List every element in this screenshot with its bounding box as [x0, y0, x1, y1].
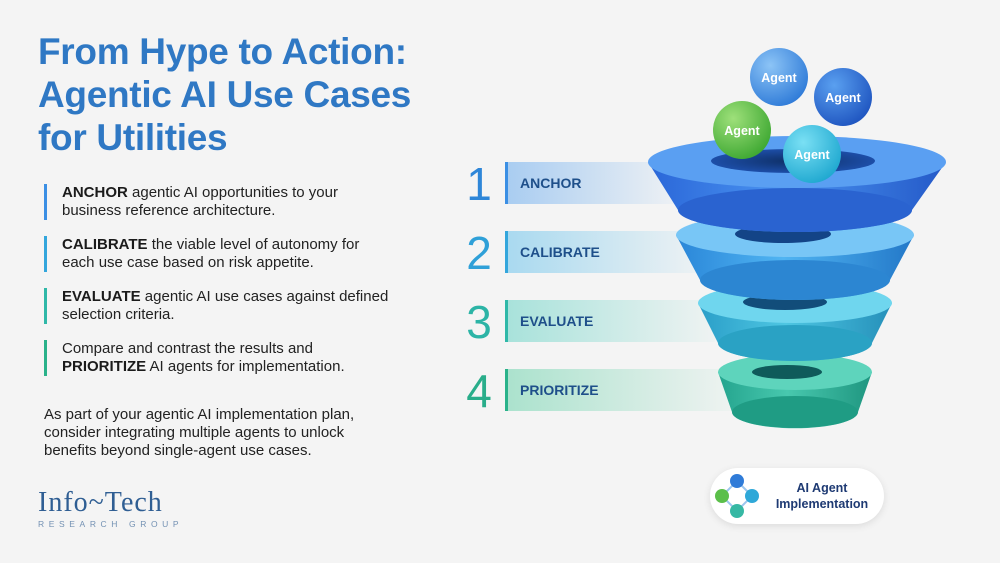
step-description-evaluate: EVALUATE agentic AI use cases against de…: [44, 288, 392, 324]
step-number-4: 4: [466, 365, 492, 417]
title-line-1: From Hype to Action:: [38, 31, 407, 72]
step-label-anchor: ANCHOR: [520, 175, 581, 191]
step-label-calibrate: CALIBRATE: [520, 244, 600, 260]
step-keyword-evaluate: EVALUATE: [62, 288, 141, 305]
step-number-1: 1: [466, 158, 492, 210]
title-line-2: Agentic AI Use Cases: [38, 74, 412, 115]
agent-label-2: Agent: [825, 91, 861, 105]
step-number-3: 3: [466, 296, 492, 348]
step-keyword-prioritize: PRIORITIZE: [62, 358, 147, 375]
step-description-calibrate: CALIBRATE the viable level of autonomy f…: [44, 236, 392, 272]
step-bar-prioritize: [505, 369, 735, 411]
step-label-prioritize: PRIORITIZE: [520, 382, 599, 398]
agent-label-1: Agent: [761, 71, 797, 85]
agent-bubble-4: Agent: [783, 125, 841, 183]
agent-label-4: Agent: [794, 148, 830, 162]
step-bar-evaluate: [505, 300, 715, 342]
step-bar-anchor: [505, 162, 680, 204]
agent-network-icon: [715, 474, 759, 518]
agent-bubble-1: Agent: [750, 48, 808, 106]
funnel-tier-4: [718, 354, 872, 429]
step-keyword-calibrate: CALIBRATE: [62, 236, 148, 253]
logo-wordmark: Info~Tech: [38, 487, 163, 518]
step-number-2: 2: [466, 227, 492, 279]
page-title: From Hype to Action: Agentic AI Use Case…: [38, 30, 458, 159]
badge-label: AI Agent Implementation: [775, 481, 869, 511]
logo-subtitle: RESEARCH GROUP: [38, 519, 184, 529]
title-line-3: for Utilities: [38, 117, 228, 158]
step-description-anchor: ANCHOR agentic AI opportunities to your …: [44, 184, 392, 220]
agent-bubble-2: Agent: [814, 68, 872, 126]
agent-bubble-3: Agent: [713, 101, 771, 159]
step-keyword-anchor: ANCHOR: [62, 184, 128, 201]
step-description-prioritize: Compare and contrast the results and PRI…: [44, 340, 392, 376]
step-label-evaluate: EVALUATE: [520, 313, 593, 329]
company-logo: Info~Tech RESEARCH GROUP: [38, 487, 203, 530]
ai-agent-implementation-badge: AI Agent Implementation: [710, 468, 884, 524]
summary-text: As part of your agentic AI implementatio…: [44, 406, 355, 459]
step-bar-calibrate: [505, 231, 705, 273]
agent-label-3: Agent: [724, 124, 760, 138]
